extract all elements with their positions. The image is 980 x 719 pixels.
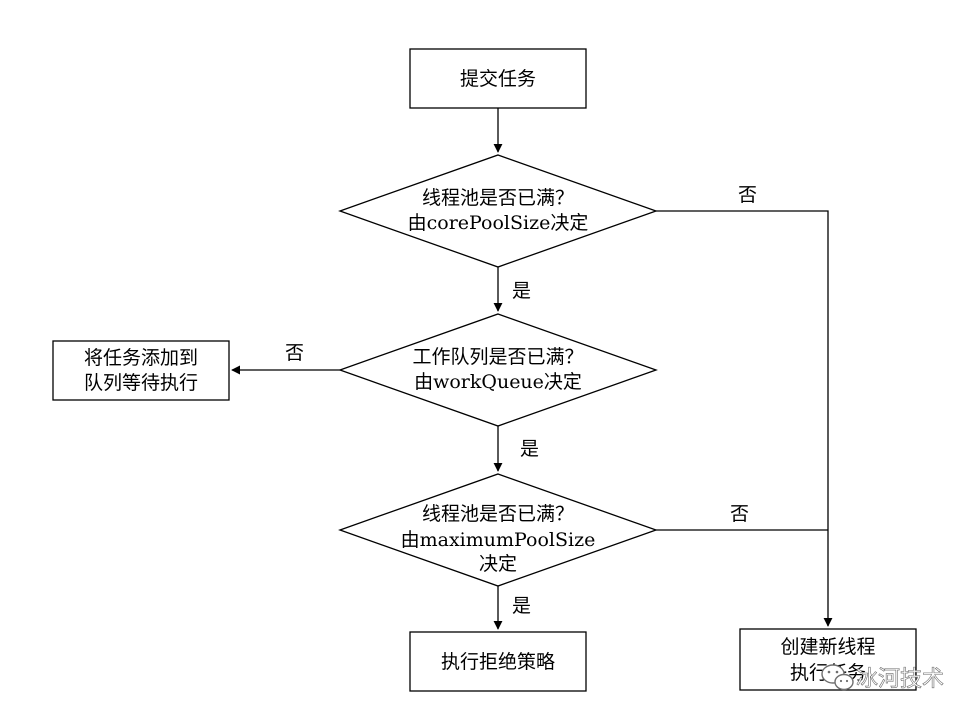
watermark-text: 冰河技术 — [856, 667, 944, 692]
submit-task-label: 提交任务 — [460, 68, 536, 90]
queue-decision-line2: 由workQueue决定 — [414, 371, 582, 393]
core-no-label: 否 — [738, 184, 757, 206]
reject-policy-node: 执行拒绝策略 — [409, 631, 587, 692]
core-yes-label: 是 — [512, 280, 531, 302]
max-yes-label: 是 — [512, 595, 531, 617]
max-pool-decision-node: 线程池是否已满？ 由maximumPoolSize 决定 — [338, 473, 658, 587]
max-decision-line1: 线程池是否已满？ — [422, 503, 574, 525]
core-decision-line1: 线程池是否已满？ — [422, 187, 574, 209]
work-queue-decision-node: 工作队列是否已满？ 由workQueue决定 — [338, 313, 658, 427]
edge-core-no — [656, 210, 833, 627]
add-to-queue-node: 将任务添加到 队列等待执行 — [52, 340, 230, 401]
queue-decision-line1: 工作队列是否已满？ — [412, 346, 583, 368]
max-no-label: 否 — [730, 503, 749, 525]
core-decision-line2: 由corePoolSize决定 — [408, 212, 589, 234]
max-decision-line3: 决定 — [479, 553, 517, 575]
add-to-queue-line2: 队列等待执行 — [84, 372, 198, 394]
core-pool-decision-node: 线程池是否已满？ 由corePoolSize决定 — [338, 154, 658, 268]
max-decision-line2: 由maximumPoolSize — [401, 529, 596, 551]
wechat-icon — [821, 664, 854, 691]
add-to-queue-line1: 将任务添加到 — [84, 347, 198, 369]
queue-yes-label: 是 — [520, 438, 539, 460]
reject-policy-label: 执行拒绝策略 — [441, 651, 555, 673]
queue-no-label: 否 — [285, 342, 304, 364]
watermark: 冰河技术 — [821, 664, 944, 692]
create-thread-line1: 创建新线程 — [780, 636, 875, 658]
submit-task-node: 提交任务 — [409, 48, 587, 109]
